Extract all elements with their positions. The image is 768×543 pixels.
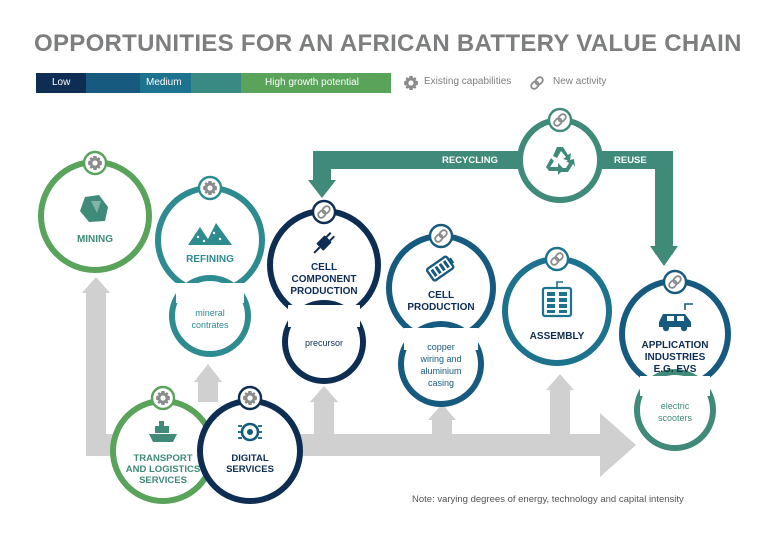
legend-new-activity-label: New activity: [553, 76, 607, 87]
growth-legend-bar: Low Medium High growth potential: [36, 73, 391, 93]
application-sub-line1: electric: [661, 401, 690, 411]
gear-icon: [156, 391, 170, 405]
ship-icon: [149, 421, 177, 442]
application-sub-line2: scooters: [658, 413, 693, 423]
recycling-loop-arrow: [308, 151, 678, 266]
plug-icon: [313, 232, 335, 254]
assembly-node: [502, 256, 612, 366]
electric-car-icon: [659, 303, 693, 332]
cell-production-sub-line1: copper: [427, 342, 455, 352]
cell-production-title-line2: PRODUCTION: [407, 302, 474, 313]
cell-production-sub-line3: aluminium: [420, 366, 461, 376]
refining-sub-line2: contrates: [191, 320, 229, 330]
gear-icon: [243, 391, 257, 405]
chain-link-icon: [529, 75, 545, 91]
cell-component-title-line1: CELL: [311, 262, 337, 273]
rock-icon: [80, 195, 108, 222]
recycle-icon: [546, 147, 575, 175]
application-title-line1: APPLICATION: [641, 340, 708, 351]
page-title: OPPORTUNITIES FOR AN AFRICAN BATTERY VAL…: [34, 30, 742, 57]
mining-title: MINING: [77, 234, 113, 245]
mountain-icon: [188, 223, 232, 245]
legend-existing-label: Existing capabilities: [424, 76, 512, 87]
gear-icon: [404, 76, 418, 90]
cell-component-title-line2: COMPONENT: [292, 274, 357, 285]
digital-chip-icon: [238, 422, 262, 442]
refining-sub-line1: mineral: [195, 308, 225, 318]
digital-title-line1: DIGITAL: [231, 453, 268, 464]
battery-pack-icon: [541, 281, 573, 318]
cell-production-sub-line4: casing: [428, 378, 454, 388]
battery-icon: [425, 255, 455, 282]
digital-node: [197, 398, 303, 504]
footnote: Note: varying degrees of energy, technol…: [412, 494, 684, 505]
transport-title-line3: SERVICES: [139, 475, 187, 486]
legend-medium-label: Medium: [146, 77, 182, 88]
recycling-label: RECYCLING: [442, 155, 498, 166]
application-title-line2: INDUSTRIES: [645, 352, 706, 363]
cell-component-title-line3: PRODUCTION: [290, 286, 357, 297]
refining-title: REFINING: [186, 254, 234, 265]
digital-title-line2: SERVICES: [226, 464, 274, 475]
cell-production-title-line1: CELL: [428, 290, 454, 301]
application-title-line3: E.G. EVS: [654, 364, 697, 375]
transport-title-line1: TRANSPORT: [133, 453, 192, 464]
cell-component-sub: precursor: [305, 338, 343, 348]
assembly-title: ASSEMBLY: [530, 331, 585, 342]
gear-icon: [203, 181, 217, 195]
legend-high-label: High growth potential: [265, 77, 359, 88]
reuse-label: REUSE: [614, 155, 647, 166]
legend-low-label: Low: [52, 77, 71, 88]
gear-icon: [88, 156, 102, 170]
cell-production-sub-line2: wiring and: [419, 354, 461, 364]
transport-title-line2: AND LOGISTICS: [126, 464, 200, 475]
